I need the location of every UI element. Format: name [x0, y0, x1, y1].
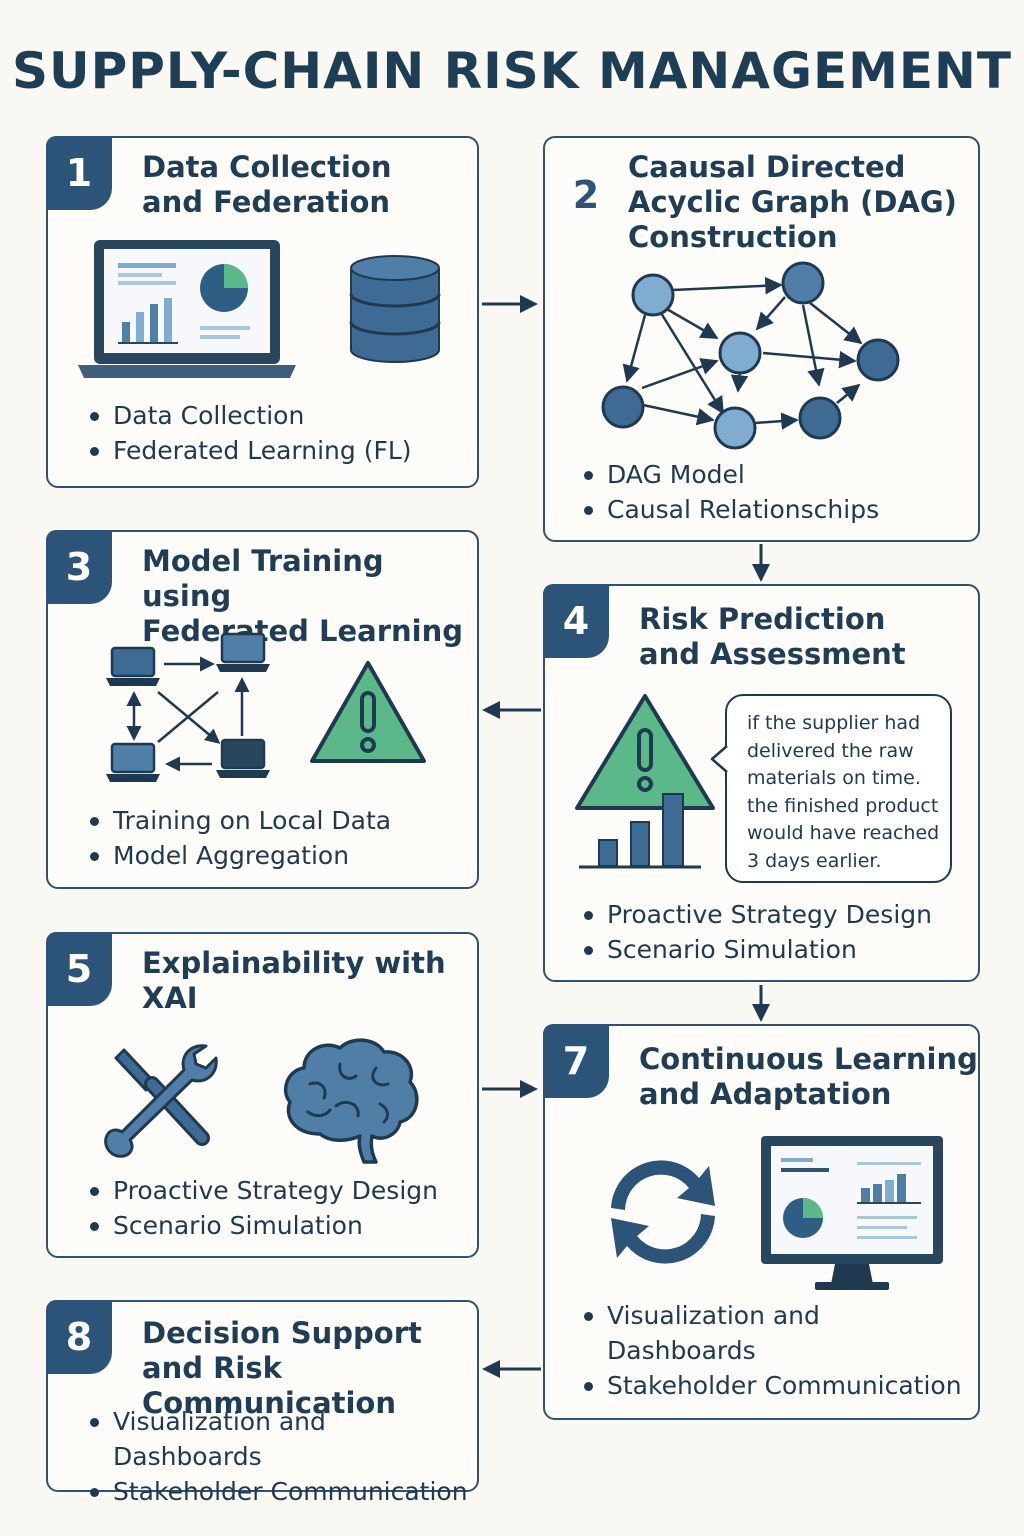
step-4-badge: 4	[543, 584, 609, 658]
step-1-bullets: Data Collection Federated Learning (FL)	[88, 398, 412, 468]
federated-network-icon	[106, 632, 270, 782]
arrow-2-to-4	[752, 544, 770, 582]
step-8-bullets: Visualization and Dashboards Stakeholder…	[88, 1404, 477, 1509]
list-item: Stakeholder Communication	[88, 1474, 477, 1509]
step-4-bullets: Proactive Strategy Design Scenario Simul…	[582, 897, 932, 967]
warning-bar-chart-icon	[575, 694, 715, 869]
callout-text: would have reached	[747, 822, 940, 844]
arrow-4-to-3	[482, 701, 541, 719]
callout-text: delivered the raw	[747, 739, 914, 762]
step-1-badge: 1	[46, 136, 112, 210]
laptop-dashboard-icon	[78, 240, 296, 378]
dag-graph-icon	[601, 261, 900, 450]
list-item: Scenario Simulation	[582, 932, 932, 967]
step-2-badge: 2	[572, 173, 600, 217]
callout-text: materials on time.	[747, 767, 921, 789]
tools-icon	[104, 1044, 218, 1158]
list-item: Proactive Strategy Design	[88, 1173, 438, 1208]
list-item: Data Collection	[88, 398, 412, 433]
step-5-badge: 5	[46, 932, 112, 1006]
list-item: Causal Relationschips	[582, 492, 879, 527]
page-title: SUPPLY-CHAIN RISK MANAGEMENT	[12, 42, 1012, 100]
step-3-bullets: Training on Local Data Model Aggregation	[88, 803, 391, 873]
step-2-bullets: DAG Model Causal Relationschips	[582, 457, 879, 527]
speech-bubble-tail	[710, 745, 730, 773]
arrow-7-to-8	[482, 1360, 541, 1378]
speech-bubble-icon: if the supplier had delivered the raw ma…	[725, 694, 952, 883]
list-item: Training on Local Data	[88, 803, 391, 838]
list-item: Visualization and Dashboards	[88, 1404, 477, 1474]
step-7-badge: 7	[543, 1024, 609, 1098]
arrow-4-to-7	[752, 985, 770, 1022]
brain-icon	[283, 1038, 419, 1164]
arrow-5-to-7	[482, 1080, 538, 1098]
list-item: Federated Learning (FL)	[88, 433, 412, 468]
list-item: Model Aggregation	[88, 838, 391, 873]
list-item: DAG Model	[582, 457, 879, 492]
list-item: Stakeholder Communication	[582, 1368, 962, 1403]
callout-text: if the supplier had	[747, 712, 921, 734]
arrow-1-to-2	[482, 295, 538, 313]
step-3-badge: 3	[46, 530, 112, 604]
callout-text: the finished product	[747, 794, 939, 817]
warning-icon	[310, 661, 426, 763]
list-item: Scenario Simulation	[88, 1208, 438, 1243]
callout-text: 3 days earlier.	[747, 849, 882, 872]
list-item: Proactive Strategy Design	[582, 897, 932, 932]
refresh-cycle-icon	[611, 1160, 715, 1264]
step-5-bullets: Proactive Strategy Design Scenario Simul…	[88, 1173, 438, 1243]
step-8-badge: 8	[46, 1300, 112, 1374]
monitor-dashboard-icon	[761, 1136, 943, 1290]
database-icon	[349, 255, 441, 363]
